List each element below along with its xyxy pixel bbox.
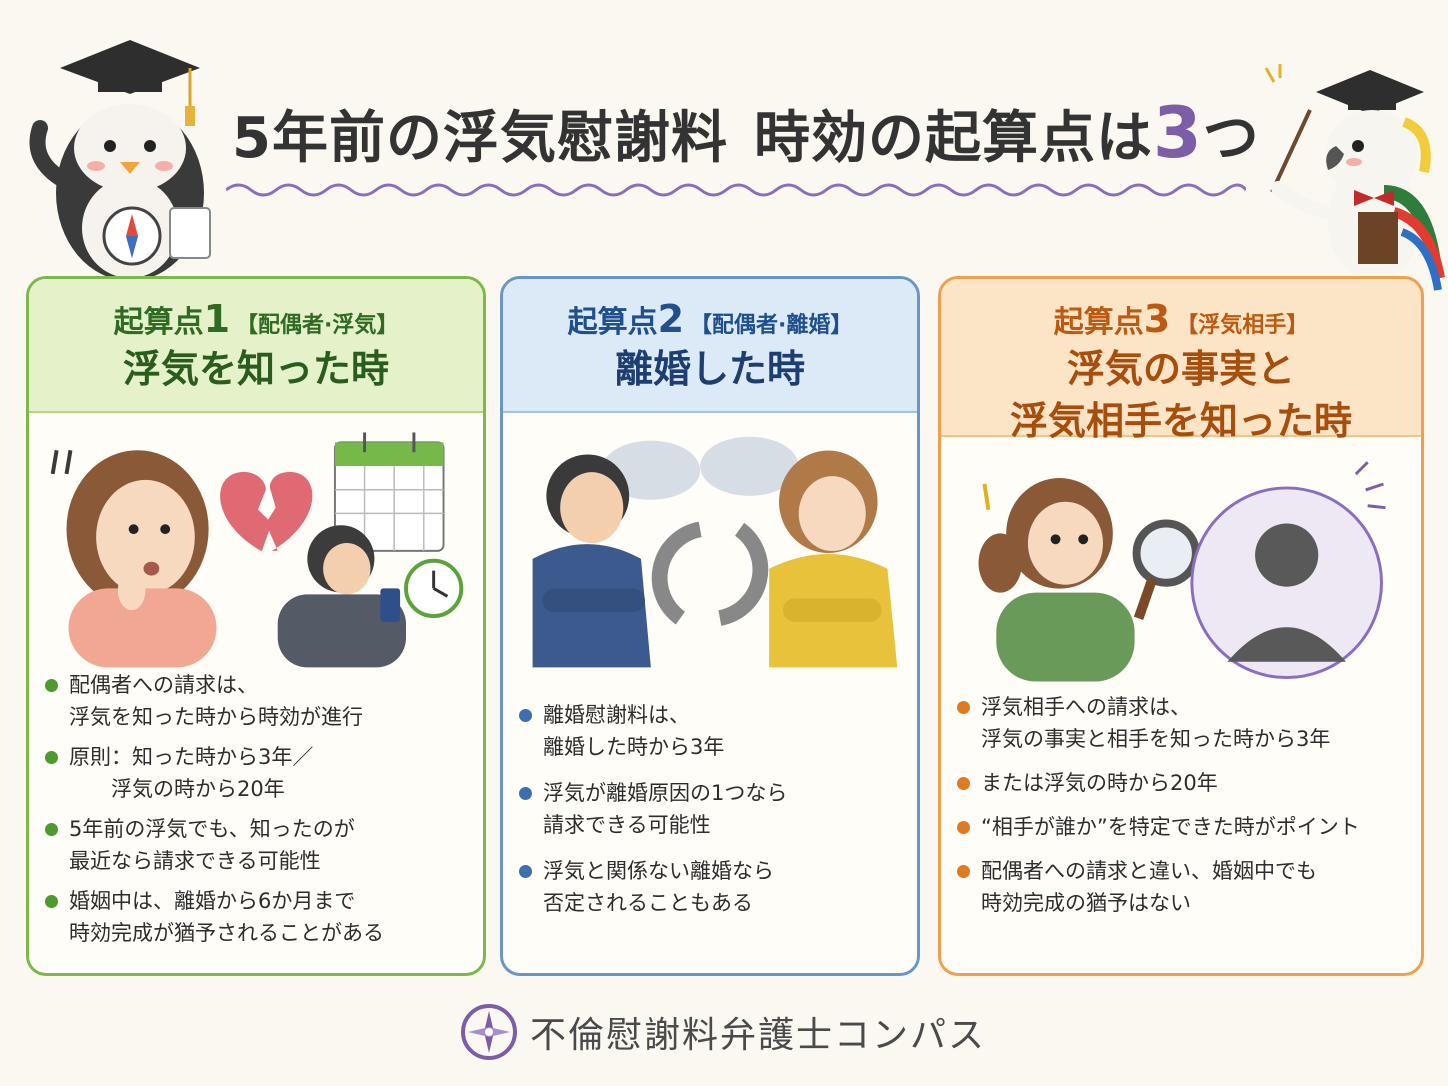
smartphone-icon	[380, 588, 401, 622]
compass-icon	[461, 1004, 517, 1060]
title-underline	[226, 183, 1246, 197]
brand-name: 不倫慰謝料弁護士コンパス	[530, 1015, 987, 1056]
man-with-phone-icon	[277, 525, 407, 668]
exclamation-icon	[982, 483, 991, 510]
card-3-header: 起算点3【浮気相手】 浮気の事実と 浮気相手を知った時	[941, 279, 1421, 443]
card-2-bullets: 離婚慰謝料は、離婚した時から3年 浮気が離婚原因の1つなら請求できる可能性 浮気…	[517, 699, 909, 933]
page-title: 5年前の浮気慰謝料時効の起算点は3つ	[232, 92, 1259, 182]
card-2-illustration	[532, 436, 898, 668]
card-starting-point-3: 起算点3【浮気相手】 浮気の事実と 浮気相手を知った時	[938, 276, 1424, 976]
list-item: 婚姻中は、離婚から6か月まで時効完成が猶予されることがある	[43, 885, 475, 949]
title-number: 3	[1152, 92, 1203, 174]
card-1-label: 起算点1【配偶者·浮気】	[113, 297, 399, 341]
surprised-woman-icon	[66, 450, 217, 668]
man-arms-crossed-icon	[532, 454, 651, 668]
person-silhouette-icon	[1190, 486, 1383, 680]
footer-brand: 不倫慰謝料弁護士コンパス	[460, 1000, 986, 1064]
card-1-header: 起算点1【配偶者·浮気】 浮気を知った時	[29, 279, 483, 413]
card-1-bullets: 配偶者への請求は、浮気を知った時から時効が進行 原則：知った時から3年／ 浮気の…	[43, 669, 475, 957]
card-1-heading: 浮気を知った時	[122, 347, 389, 391]
clock-icon	[404, 558, 464, 619]
list-item: 配偶者への請求は、浮気を知った時から時効が進行	[43, 669, 475, 733]
list-item: 原則：知った時から3年／ 浮気の時から20年	[43, 741, 475, 805]
list-item: 浮気相手への請求は、浮気の事実と相手を知った時から3年	[955, 691, 1413, 755]
exclamation-icon	[50, 449, 73, 475]
card-2-heading: 離婚した時	[614, 347, 805, 391]
list-item: 配偶者への請求と違い、婚姻中でも時効完成の猶予はない	[955, 855, 1413, 919]
cycle-arrows-icon	[651, 521, 769, 626]
card-3-label: 起算点3【浮気相手】	[1053, 297, 1309, 341]
card-1-illustration	[50, 432, 464, 668]
title-part1: 5年前の浮気慰謝料	[232, 106, 728, 171]
list-item: 5年前の浮気でも、知ったのが最近なら請求できる可能性	[43, 813, 475, 877]
parrot-mascot-icon	[1264, 64, 1445, 295]
card-2-header: 起算点2【配偶者·離婚】 離婚した時	[503, 279, 917, 413]
thinking-woman-icon	[978, 478, 1135, 682]
title-suffix: つ	[1202, 106, 1260, 171]
title-part2: 時効の起算点は	[753, 106, 1153, 171]
card-3-heading-line2: 浮気相手を知った時	[1009, 399, 1352, 443]
card-starting-point-2: 起算点2【配偶者·離婚】 離婚した時 離婚慰謝料は、離婚した時から3年 浮気が離…	[500, 276, 920, 976]
card-3-illustration	[978, 461, 1386, 682]
card-3-heading-line1: 浮気の事実と	[1066, 347, 1295, 391]
penguin-mascot-icon	[29, 40, 211, 281]
list-item: “相手が誰か”を特定できた時がポイント	[955, 811, 1413, 843]
woman-arms-crossed-icon	[769, 450, 898, 668]
broken-heart-icon	[220, 471, 313, 551]
list-item: 離婚慰謝料は、離婚した時から3年	[517, 699, 909, 763]
card-2-label: 起算点2【配偶者·離婚】	[567, 297, 853, 341]
list-item: 浮気と関係ない離婚なら否定されることもある	[517, 855, 909, 919]
magnifying-glass-icon	[1132, 519, 1200, 620]
list-item: または浮気の時から20年	[955, 767, 1413, 799]
card-starting-point-1: 起算点1【配偶者·浮気】 浮気を知った時	[26, 276, 486, 976]
calendar-icon	[333, 432, 445, 552]
card-3-bullets: 浮気相手への請求は、浮気の事実と相手を知った時から3年 または浮気の時から20年…	[955, 691, 1413, 931]
list-item: 浮気が離婚原因の1つなら請求できる可能性	[517, 777, 909, 841]
